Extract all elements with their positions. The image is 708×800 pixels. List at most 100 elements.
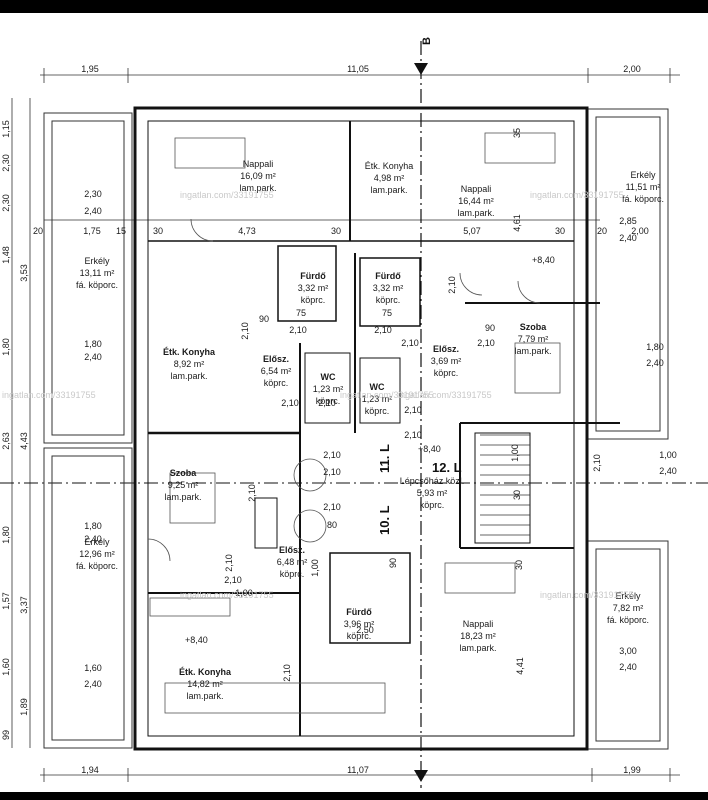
dim-label: 1,80: [84, 521, 102, 531]
room-area: 11,51 m²: [626, 182, 661, 192]
dim-label: 1,00: [510, 444, 520, 462]
room-floor: lam.park.: [514, 346, 551, 356]
dim-label: 2,10: [224, 554, 234, 572]
dim-label: 75: [296, 308, 306, 318]
dimension-labels: 1,95 11,05 2,00 1,94 11,07 1,99 1,15 2,3…: [1, 64, 677, 775]
room-nappali-2: Nappali 16,44 m² lam.park.: [457, 184, 494, 218]
dim-label: 30: [555, 226, 565, 236]
room-floor: köprc.: [301, 295, 326, 305]
dim-label: 4,61: [512, 214, 522, 232]
dim-label: 90: [388, 558, 398, 568]
dim-label: 2,10: [401, 338, 419, 348]
dim-label: 2,30: [1, 154, 11, 172]
room-area: 6,54 m²: [261, 366, 292, 376]
stair-treads: [480, 434, 530, 536]
dim-label: 2,10: [447, 276, 457, 294]
room-konyha-2: Étk. Konyha 8,92 m² lam.park.: [163, 347, 216, 381]
room-area: 16,44 m²: [458, 196, 494, 206]
room-konyha-3: Étk. Konyha 14,82 m² lam.park.: [179, 667, 232, 701]
dim-label: 2,85: [619, 216, 637, 226]
dim-label: 2,10: [323, 450, 341, 460]
watermarks: ingatlan.com/33191755 ingatlan.com/33191…: [2, 190, 634, 600]
room-floor: köprc.: [316, 396, 341, 406]
room-nappali-1: Nappali 16,09 m² lam.park.: [239, 159, 276, 193]
room-name: Fürdő: [346, 607, 372, 617]
room-szoba-2: Szoba 9,25 m² lam.park.: [164, 468, 201, 502]
level-marks: +8,40 +8,40 +8,40: [185, 255, 555, 645]
watermark: ingatlan.com/33191755: [340, 390, 434, 400]
dim-label: 2,50: [356, 625, 374, 635]
room-name: Étk. Konyha: [365, 161, 414, 171]
dim-label: 2,10: [592, 454, 602, 472]
room-floor: fá. köporc.: [607, 615, 649, 625]
dim-label: 2,10: [224, 575, 242, 585]
dim-label: 1,48: [1, 246, 11, 264]
room-floor: lam.park.: [370, 185, 407, 195]
dim-label: 30: [512, 490, 522, 500]
dim-label: 2,10: [282, 664, 292, 682]
dim-label: 80: [327, 520, 337, 530]
watermark: ingatlan.com/33191755: [180, 590, 274, 600]
dimension-lines: [11, 68, 680, 782]
room-name: Erkély: [84, 256, 110, 266]
room-furdo-1: Fürdő 3,32 m² köprc.: [298, 271, 329, 305]
room-wc-2: WC 1,23 m² köprc.: [362, 382, 393, 416]
dim-label: 2,40: [84, 534, 102, 544]
room-area: 12,96 m²: [79, 549, 115, 559]
room-name: WC: [370, 382, 385, 392]
dim-label: 75: [382, 308, 392, 318]
watermark: ingatlan.com/33191755: [180, 190, 274, 200]
room-area: 3,69 m²: [431, 356, 462, 366]
dim-label: 2,10: [289, 325, 307, 335]
room-name: Szoba: [520, 322, 547, 332]
dim-label: 15: [116, 226, 126, 236]
dim-label: 1,99: [623, 765, 641, 775]
room-elosz-1: Elősz. 6,54 m² köprc.: [261, 354, 292, 388]
dim-label: 2,10: [404, 430, 422, 440]
dim-label: 1,00: [310, 559, 320, 577]
dim-label: 90: [485, 323, 495, 333]
room-name: WC: [321, 372, 336, 382]
room-name: Elősz.: [433, 344, 459, 354]
dim-label: 2,10: [240, 322, 250, 340]
room-konyha-1: Étk. Konyha 4,98 m² lam.park.: [365, 161, 414, 195]
dim-label: 1,80: [84, 339, 102, 349]
room-erkely-ne: Erkély 11,51 m² fá. köporc.: [622, 170, 664, 204]
room-area: 7,79 m²: [518, 334, 549, 344]
dim-label: 1,75: [83, 226, 101, 236]
dim-label: 2,10: [323, 502, 341, 512]
room-area: 13,11 m²: [80, 268, 115, 278]
dim-label: 1,80: [646, 342, 664, 352]
dim-label: 2,00: [623, 64, 641, 74]
room-name: Nappali: [243, 159, 274, 169]
dim-label: 2,40: [84, 352, 102, 362]
section-mark: B: [421, 37, 433, 45]
room-furdo-3: Fürdő 3,96 m² köprc.: [344, 607, 375, 641]
dim-label: 30: [514, 560, 524, 570]
room-elosz-3: Elősz. 6,48 m² köprc.: [277, 545, 308, 579]
room-name: Elősz.: [279, 545, 305, 555]
room-area: 18,23 m²: [460, 631, 496, 641]
dim-label: 99: [1, 730, 11, 740]
room-floor: fá. köporc.: [76, 561, 118, 571]
dim-label: 1,94: [81, 765, 99, 775]
room-erkely-sw: Erkély 12,96 m² fá. köporc.: [76, 537, 118, 571]
room-name: Fürdő: [375, 271, 401, 281]
dim-label: 1,60: [84, 663, 102, 673]
dim-label: 20: [33, 226, 43, 236]
room-floor: lam.park.: [170, 371, 207, 381]
room-floor: lam.park.: [459, 643, 496, 653]
dim-label: 4,73: [238, 226, 256, 236]
dim-label: 1,80: [1, 526, 11, 544]
floor-plan: B: [0, 37, 708, 788]
level-mark: +8,40: [532, 255, 555, 265]
room-floor: köprc.: [434, 368, 459, 378]
dim-label: 4,43: [19, 432, 29, 450]
dim-label: 2,10: [281, 398, 299, 408]
room-floor: lam.park.: [164, 492, 201, 502]
dim-label: 2,10: [247, 484, 257, 502]
room-name: Elősz.: [263, 354, 289, 364]
bottom-black-strip: [0, 792, 708, 800]
room-name: Fürdő: [300, 271, 326, 281]
dim-label: 2,40: [619, 662, 637, 672]
